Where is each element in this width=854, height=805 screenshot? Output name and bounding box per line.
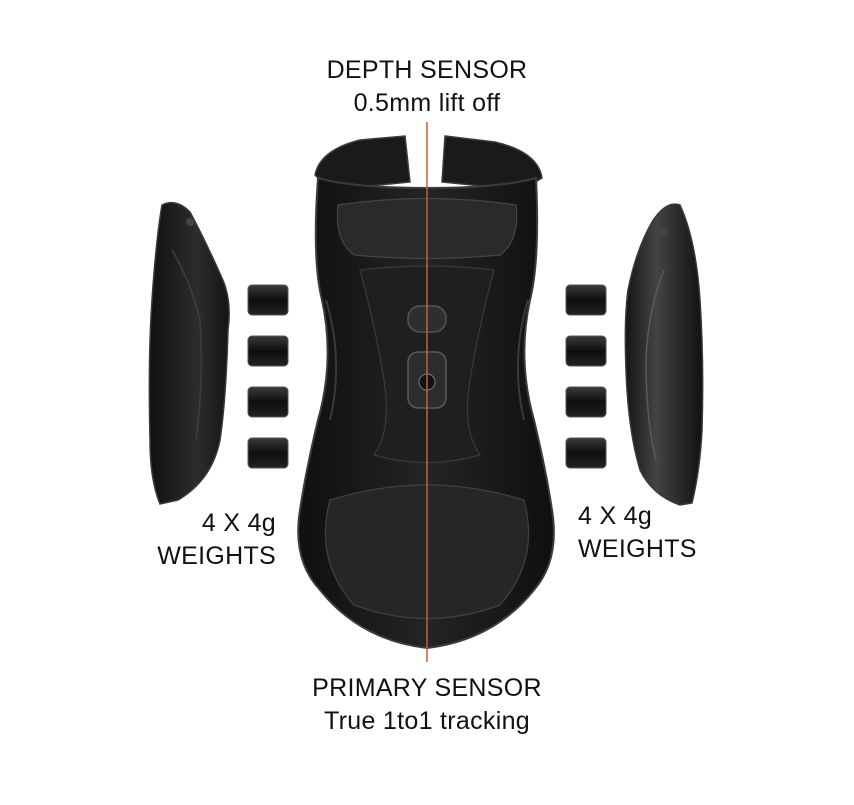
right-weights-label: 4 X 4g WEIGHTS xyxy=(578,500,728,566)
left-weights-label: 4 X 4g WEIGHTS xyxy=(130,507,276,573)
depth-sensor-detail: 0.5mm lift off xyxy=(353,89,501,117)
primary-sensor-label: PRIMARY SENSOR True 1to1 tracking xyxy=(257,672,597,738)
primary-sensor-title: PRIMARY SENSOR xyxy=(312,674,542,702)
right-weights xyxy=(565,284,607,469)
depth-sensor-label: DEPTH SENSOR 0.5mm lift off xyxy=(257,54,597,120)
right-side-panel xyxy=(624,203,704,506)
left-weights-count: 4 X 4g xyxy=(201,509,276,537)
depth-sensor-title: DEPTH SENSOR xyxy=(326,56,528,84)
primary-sensor-detail: True 1to1 tracking xyxy=(324,707,530,735)
mouse-body xyxy=(297,135,555,650)
right-weights-title: WEIGHTS xyxy=(578,535,697,563)
left-side-panel xyxy=(148,201,230,505)
left-weights xyxy=(247,284,289,469)
left-weights-title: WEIGHTS xyxy=(157,542,276,570)
right-weights-count: 4 X 4g xyxy=(578,502,653,530)
